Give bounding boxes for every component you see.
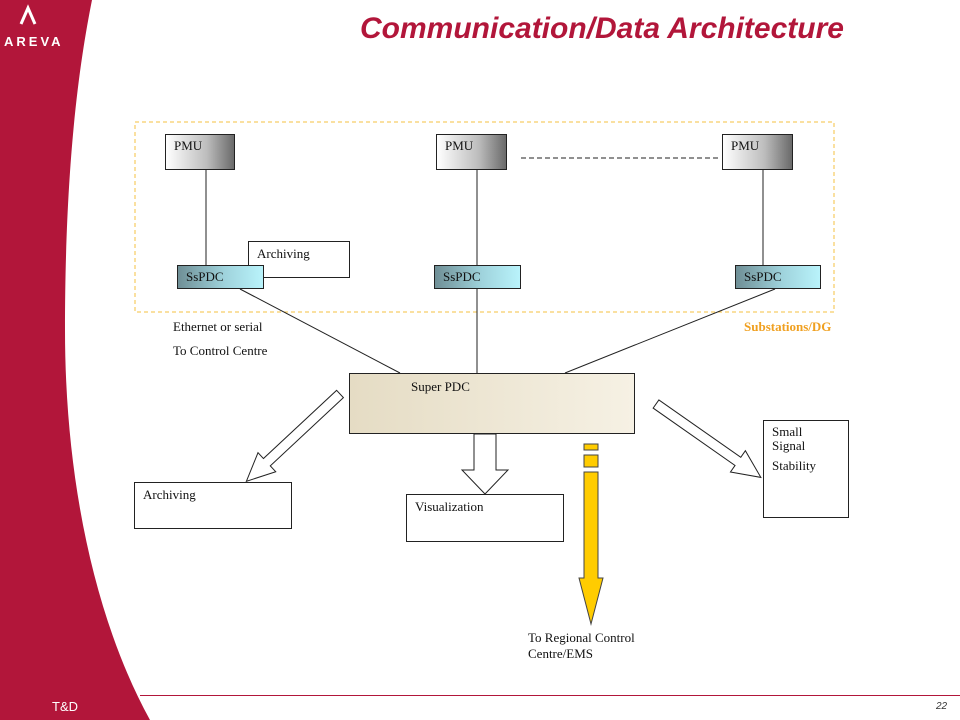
visualization-box: Visualization	[406, 494, 564, 542]
arrow-to-regional-control	[578, 443, 604, 626]
regional-label-line-1: To Regional Control	[528, 630, 635, 645]
pmu-box-1: PMU	[165, 134, 235, 170]
brand-sidebar	[0, 0, 150, 720]
areva-logo: AREVA	[4, 34, 64, 49]
pmu-box-2: PMU	[436, 134, 507, 170]
footer-divider	[140, 695, 960, 696]
super-pdc-box: Super PDC	[349, 373, 635, 434]
page-title: Communication/Data Architecture	[360, 12, 844, 45]
sspdc-super-line-3	[564, 288, 776, 374]
sspdc-box-2: SsPDC	[434, 265, 521, 289]
small-signal-line-2: Signal	[772, 438, 806, 453]
super-pdc-label: Super PDC	[411, 379, 470, 394]
small-signal-stability-box: Small Signal Stability	[763, 420, 849, 518]
arrow-to-archiving	[245, 389, 345, 483]
td-label: T&D	[52, 699, 78, 714]
sspdc-box-3: SsPDC	[735, 265, 821, 289]
sspdc-box-1: SsPDC	[177, 265, 264, 289]
arrow-to-visualization	[460, 433, 510, 495]
link-label-control-centre: To Control Centre	[173, 343, 268, 358]
arrow-to-small-signal	[652, 399, 762, 479]
archiving-local-box: Archiving	[248, 241, 350, 278]
archiving-central-box: Archiving	[134, 482, 292, 529]
small-signal-line-1: Small	[772, 424, 803, 439]
page-number: 22	[936, 701, 948, 712]
regional-label-line-2: Centre/EMS	[528, 646, 593, 661]
substations-label: Substations/DG	[744, 319, 832, 334]
small-signal-line-3: Stability	[772, 458, 817, 473]
pmu-box-3: PMU	[722, 134, 793, 170]
link-label-ethernet: Ethernet or serial	[173, 319, 263, 334]
sspdc-super-line-1	[239, 288, 401, 374]
substation-region	[134, 121, 835, 313]
